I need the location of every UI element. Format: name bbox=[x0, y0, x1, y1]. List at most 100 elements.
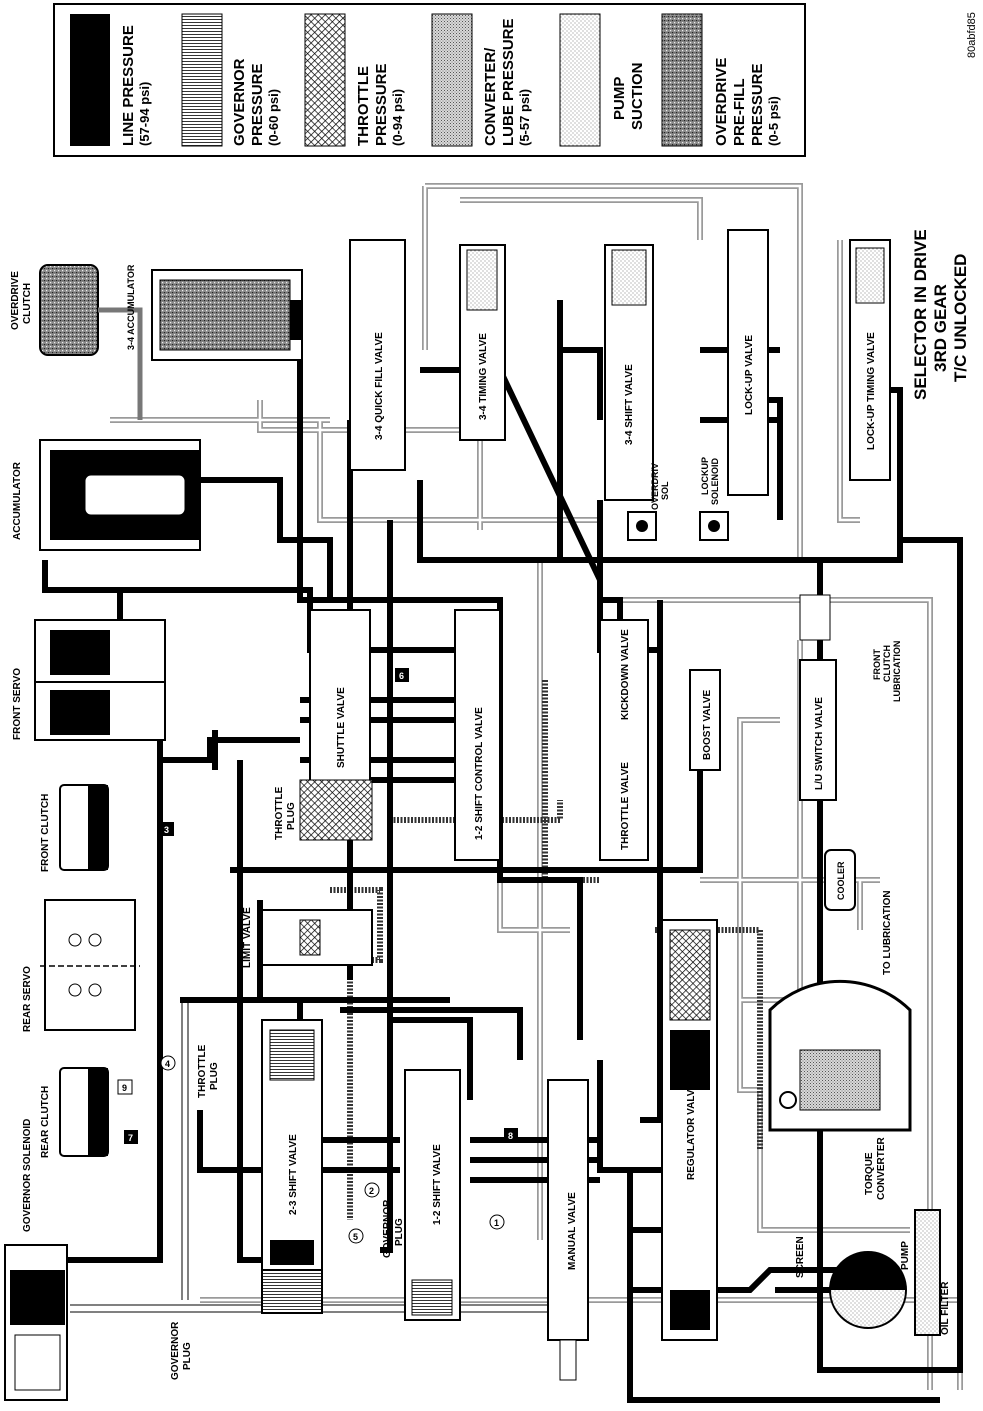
lu-switch-valve-label: L/U SWITCH VALVE bbox=[814, 697, 825, 790]
front-servo: FRONT SERVO bbox=[12, 619, 166, 741]
manual-valve-label: MANUAL VALVE bbox=[567, 1192, 578, 1270]
shift-valve-34: 3-4 SHIFT VALVE OVERDRIV SOL bbox=[604, 244, 670, 541]
regulator-valve-label: REGULATOR VALVE bbox=[686, 1083, 697, 1180]
front-clutch-label: FRONT CLUTCH bbox=[40, 794, 51, 872]
legend-text: PRESSURE bbox=[373, 63, 390, 146]
legend-text: CONVERTER/ bbox=[482, 47, 499, 146]
timing-valve-34: 3-4 TIMING VALVE bbox=[459, 244, 506, 441]
pump-label: PUMP bbox=[900, 1241, 911, 1270]
legend-text: (0-94 psi) bbox=[390, 89, 405, 146]
cooler: COOLER TO LUBRICATION bbox=[824, 849, 893, 975]
overdrive-clutch: OVERDRIVE CLUTCH bbox=[10, 264, 143, 420]
shift-valve-34-label: 3-4 SHIFT VALVE bbox=[624, 364, 635, 445]
governor-plug-mid-label-2: PLUG bbox=[394, 1218, 405, 1246]
marker-7-text: 7 bbox=[128, 1133, 133, 1143]
limit-valve-label: LIMIT VALVE bbox=[242, 907, 253, 968]
shift-valve-12-label: 1-2 SHIFT VALVE bbox=[432, 1144, 443, 1225]
marker-2-text: 2 bbox=[369, 1186, 374, 1196]
accumulator-34: 3-4 ACCUMULATOR bbox=[126, 264, 303, 361]
legend-text: LUBE PRESSURE bbox=[500, 18, 517, 146]
rear-servo-label: REAR SERVO bbox=[22, 966, 33, 1032]
to-lubrication-label: TO LUBRICATION bbox=[882, 890, 893, 975]
pump-fill bbox=[830, 1252, 906, 1290]
marker-1 bbox=[489, 1214, 505, 1230]
shuttle-valve-label: SHUTTLE VALVE bbox=[336, 687, 347, 768]
legend-item-converter-lube-pressure: CONVERTER/ LUBE PRESSURE (5-57 psi) bbox=[431, 13, 532, 147]
shift-valve-23: 2-3 SHIFT VALVE THROTTLE PLUG bbox=[197, 1019, 323, 1271]
kickdown-valve-bore bbox=[599, 619, 649, 861]
quick-fill-valve-34-bore bbox=[349, 239, 406, 471]
limit-valve-spool bbox=[299, 919, 321, 956]
throttle-plug-upper bbox=[299, 779, 373, 841]
legend-item-governor-pressure: GOVERNOR PRESSURE (0-60 psi) bbox=[181, 13, 281, 147]
boost-valve-label: BOOST VALVE bbox=[702, 689, 713, 760]
front-clutch-lub-label-2: CLUTCH bbox=[882, 645, 892, 682]
lockup-timing-valve-label: LOCK-UP TIMING VALVE bbox=[866, 332, 877, 450]
shuttle-valve: SHUTTLE VALVE THROTTLE PLUG bbox=[274, 609, 373, 841]
governor-plug-lower-body bbox=[261, 1267, 323, 1314]
shift-control-valve-12: 1-2 SHIFT CONTROL VALVE bbox=[454, 609, 501, 861]
marker-2 bbox=[364, 1182, 380, 1198]
regulator-valve-spring bbox=[669, 929, 711, 1021]
oil-filter-body bbox=[914, 1209, 941, 1336]
overdrive-sol-label-1: OVERDRIV bbox=[650, 463, 660, 510]
legend-swatch-grain bbox=[661, 13, 703, 147]
shift-control-valve-12-bore bbox=[454, 609, 501, 861]
oil-filter-label: OIL FILTER bbox=[940, 1281, 951, 1335]
marker-3-text: 3 bbox=[164, 825, 169, 835]
legend-text: OVERDRIVE bbox=[713, 58, 730, 146]
governor-plug-lower-label-2: PLUG bbox=[182, 1342, 193, 1370]
shift-valve-34-spring bbox=[611, 249, 647, 306]
governor-solenoid: GOVERNOR SOLENOID bbox=[4, 1119, 68, 1401]
shift-valve-23-label: 2-3 SHIFT VALVE bbox=[288, 1134, 299, 1215]
shift-control-valve-12-label: 1-2 SHIFT CONTROL VALVE bbox=[474, 707, 485, 840]
marker-8 bbox=[504, 1128, 518, 1142]
figure-code: 80abfd85 bbox=[966, 12, 978, 58]
legend-text: PRESSURE bbox=[749, 63, 766, 146]
rear-servo: REAR SERVO bbox=[22, 899, 140, 1032]
lockup-solenoid-label-1: LOCKUP bbox=[700, 457, 710, 495]
front-clutch-lub-label-3: LUBRICATION bbox=[892, 641, 902, 702]
timing-valve-34-spring bbox=[466, 249, 498, 311]
torque-converter: TORQUE CONVERTER bbox=[768, 979, 912, 1200]
legend-swatch-vlines bbox=[181, 13, 223, 147]
manual-valve: MANUAL VALVE bbox=[547, 1079, 589, 1381]
marker-9-text: 9 bbox=[122, 1083, 127, 1093]
marker-6 bbox=[395, 668, 409, 682]
front-clutch-lub-port bbox=[799, 594, 831, 641]
manual-valve-stem bbox=[559, 1339, 577, 1381]
marker-4 bbox=[160, 1055, 176, 1071]
legend-text: PRE-FILL bbox=[731, 79, 748, 147]
pump-assembly: SCREEN PUMP OIL FILTER bbox=[775, 1209, 951, 1336]
front-servo-chamber-lower bbox=[50, 690, 110, 735]
screen-label: SCREEN bbox=[795, 1236, 806, 1278]
lockup-timing-valve: LOCK-UP TIMING VALVE bbox=[849, 239, 891, 481]
marker-7 bbox=[124, 1130, 138, 1144]
throttle-plug-label-2: PLUG bbox=[209, 1062, 220, 1090]
accumulator-piston bbox=[84, 474, 186, 516]
legend-item-line-pressure: LINE PRESSURE (57-94 psi) bbox=[70, 14, 152, 146]
accumulator: ACCUMULATOR bbox=[12, 439, 201, 551]
throttle-valve-label: THROTTLE VALVE bbox=[620, 762, 631, 850]
cooler-body bbox=[824, 849, 856, 911]
rear-clutch-label: REAR CLUTCH bbox=[40, 1086, 51, 1158]
governor-plug-lower: GOVERNOR PLUG bbox=[170, 1267, 323, 1380]
shift-valve-23-end bbox=[270, 1240, 314, 1265]
regulator-valve-land-2 bbox=[670, 1290, 710, 1330]
legend-text: THROTTLE bbox=[355, 66, 372, 146]
legend-swatch-dots bbox=[559, 13, 601, 147]
regulator-valve-land-1 bbox=[670, 1030, 710, 1090]
legend-text: PRESSURE bbox=[249, 63, 266, 146]
legend-text: GOVERNOR bbox=[231, 58, 248, 146]
legend: LINE PRESSURE (57-94 psi) GOVERNOR PRESS… bbox=[53, 3, 806, 157]
lu-switch-valve-bore bbox=[799, 659, 837, 801]
selector-line-2: 3RD GEAR bbox=[931, 284, 950, 372]
kickdown-valve-label: KICKDOWN VALVE bbox=[620, 629, 631, 720]
throttle-plug-label-1: THROTTLE bbox=[197, 1044, 208, 1098]
marker-6-text: 6 bbox=[399, 671, 404, 681]
torque-converter-label-2: CONVERTER bbox=[876, 1136, 887, 1200]
marker-5 bbox=[348, 1228, 364, 1244]
cooler-label: COOLER bbox=[836, 861, 846, 900]
overdrive-clutch-feed bbox=[98, 307, 143, 420]
shift-valve-12-bore bbox=[404, 1069, 461, 1321]
